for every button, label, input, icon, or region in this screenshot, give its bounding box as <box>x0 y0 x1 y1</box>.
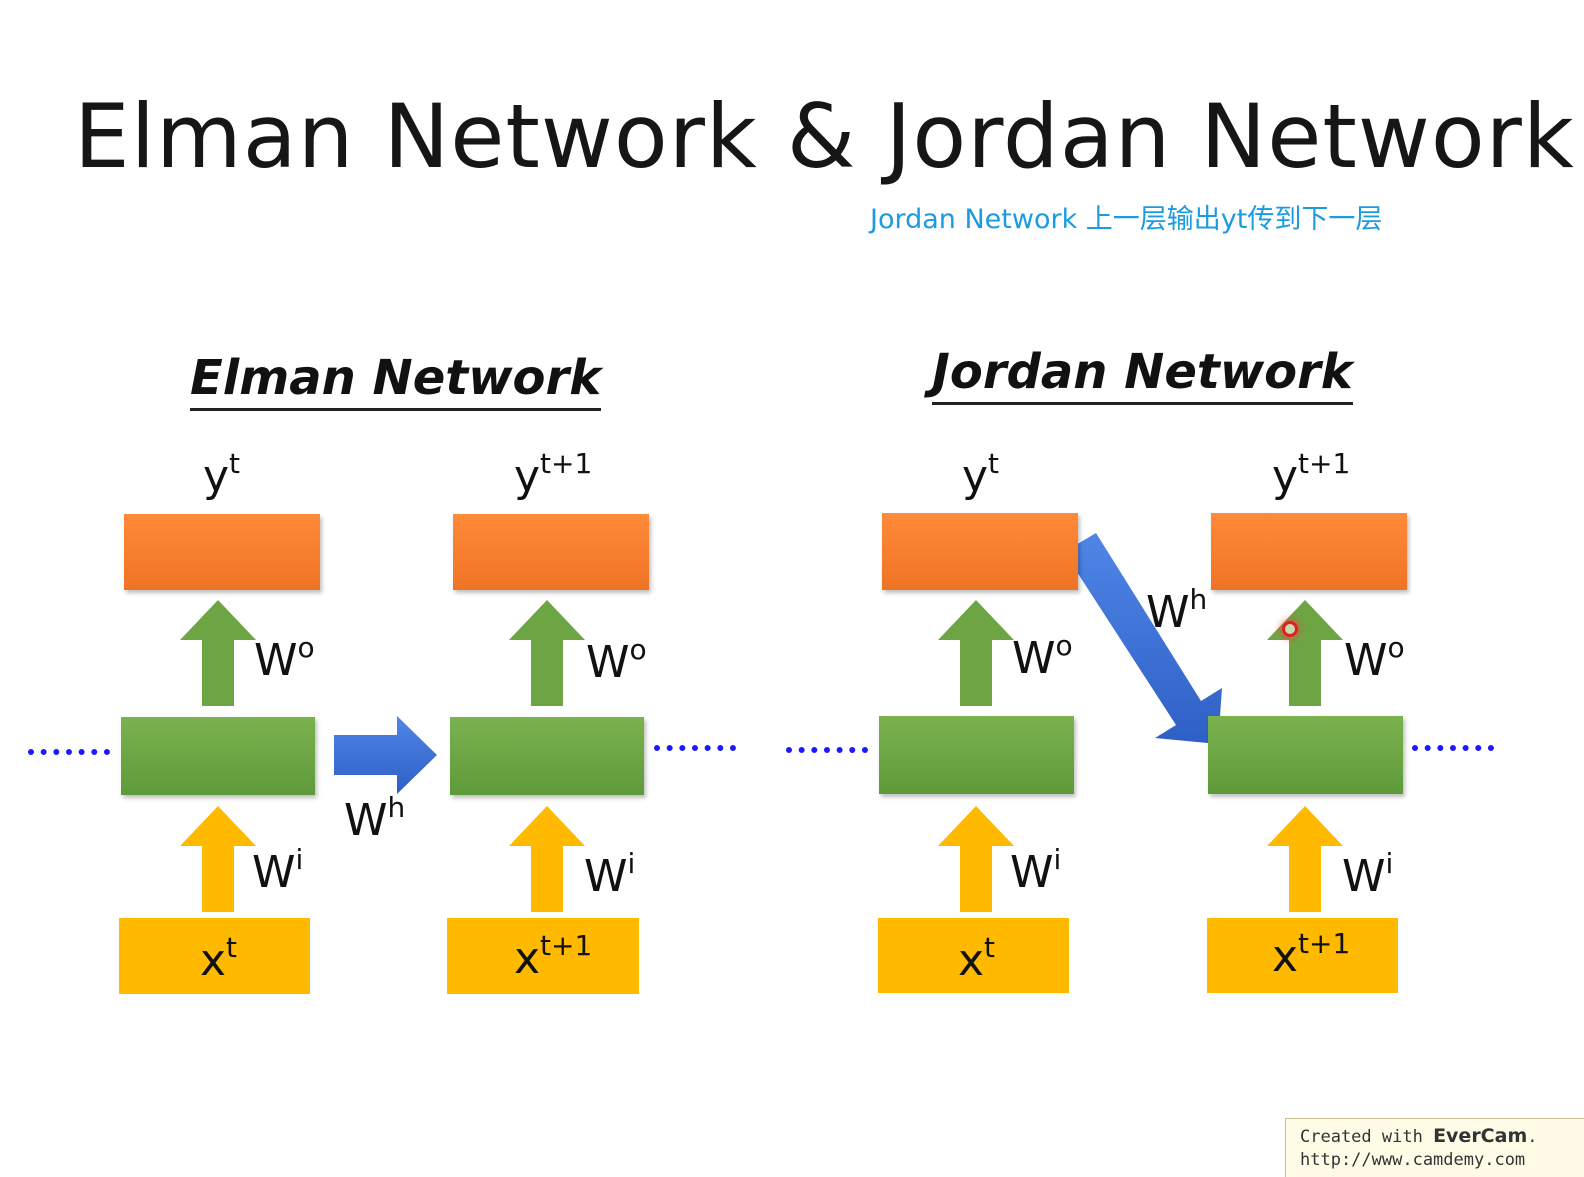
jordan-left-dots <box>786 747 868 753</box>
jordan-output-box-t1 <box>1211 513 1407 590</box>
jordan-label-wi-1: Wi <box>1010 843 1062 898</box>
elman-label-y-t1: yt+1 <box>514 447 593 502</box>
elman-label-x-t: xt <box>200 931 238 986</box>
elman-label-x-t1: xt+1 <box>514 929 593 984</box>
elman-input-arrow-2 <box>509 806 585 912</box>
jordan-output-arrow-2 <box>1267 600 1343 706</box>
jordan-right-dots <box>1412 745 1494 751</box>
evercam-watermark[interactable]: Created with EverCam. http://www.camdemy… <box>1285 1118 1584 1177</box>
jordan-label-x-t1: xt+1 <box>1272 927 1351 982</box>
elman-label-wh: Wh <box>344 791 406 846</box>
elman-label-wi-2: Wi <box>584 847 636 902</box>
jordan-hidden-box-t <box>879 716 1074 794</box>
jordan-output-arrow-1 <box>938 600 1014 706</box>
elman-label-wo-2: Wo <box>586 633 647 688</box>
elman-label-wi-1: Wi <box>252 843 304 898</box>
jordan-label-wo-1: Wo <box>1012 629 1073 684</box>
watermark-suffix: . <box>1527 1127 1538 1147</box>
elman-right-dots <box>654 745 736 751</box>
elman-output-box-t <box>124 514 320 590</box>
elman-left-dots <box>28 749 110 755</box>
jordan-label-y-t: yt <box>962 447 1000 502</box>
elman-input-box-t1 <box>447 918 639 994</box>
slide-title: Elman Network & Jordan Network <box>74 85 1575 188</box>
elman-hidden-box-t1 <box>450 717 644 795</box>
elman-heading: Elman Network <box>190 350 602 411</box>
elman-hidden-box-t <box>121 717 315 795</box>
elman-output-arrow-1 <box>180 600 256 706</box>
pointer-cursor <box>1282 621 1298 637</box>
jordan-heading: Jordan Network <box>932 344 1353 405</box>
jordan-recurrent-arrow <box>1064 533 1222 744</box>
watermark-prefix: Created with <box>1300 1127 1434 1147</box>
jordan-label-x-t: xt <box>958 931 996 986</box>
jordan-label-wi-2: Wi <box>1342 847 1394 902</box>
jordan-input-box-t1 <box>1207 918 1398 993</box>
elman-output-arrow-2 <box>509 600 585 706</box>
elman-input-arrow-1 <box>180 806 256 912</box>
jordan-hidden-box-t1 <box>1208 716 1403 794</box>
jordan-label-wh: Wh <box>1146 583 1208 638</box>
elman-output-box-t1 <box>453 514 649 590</box>
jordan-input-box-t <box>878 918 1069 993</box>
elman-label-y-t: yt <box>203 447 241 502</box>
elman-input-box-t <box>119 918 310 994</box>
jordan-output-box-t <box>882 513 1078 590</box>
watermark-brand: EverCam <box>1433 1125 1528 1147</box>
elman-recurrent-arrow <box>334 716 437 794</box>
annotation-text: Jordan Network 上一层输出yt传到下一层 <box>870 204 1383 235</box>
jordan-input-arrow-2 <box>1267 806 1343 912</box>
jordan-input-arrow-1 <box>938 806 1014 912</box>
elman-label-wo-1: Wo <box>254 631 315 686</box>
watermark-url[interactable]: http://www.camdemy.com <box>1300 1150 1526 1170</box>
jordan-label-wo-2: Wo <box>1344 631 1405 686</box>
jordan-label-y-t1: yt+1 <box>1272 447 1351 502</box>
